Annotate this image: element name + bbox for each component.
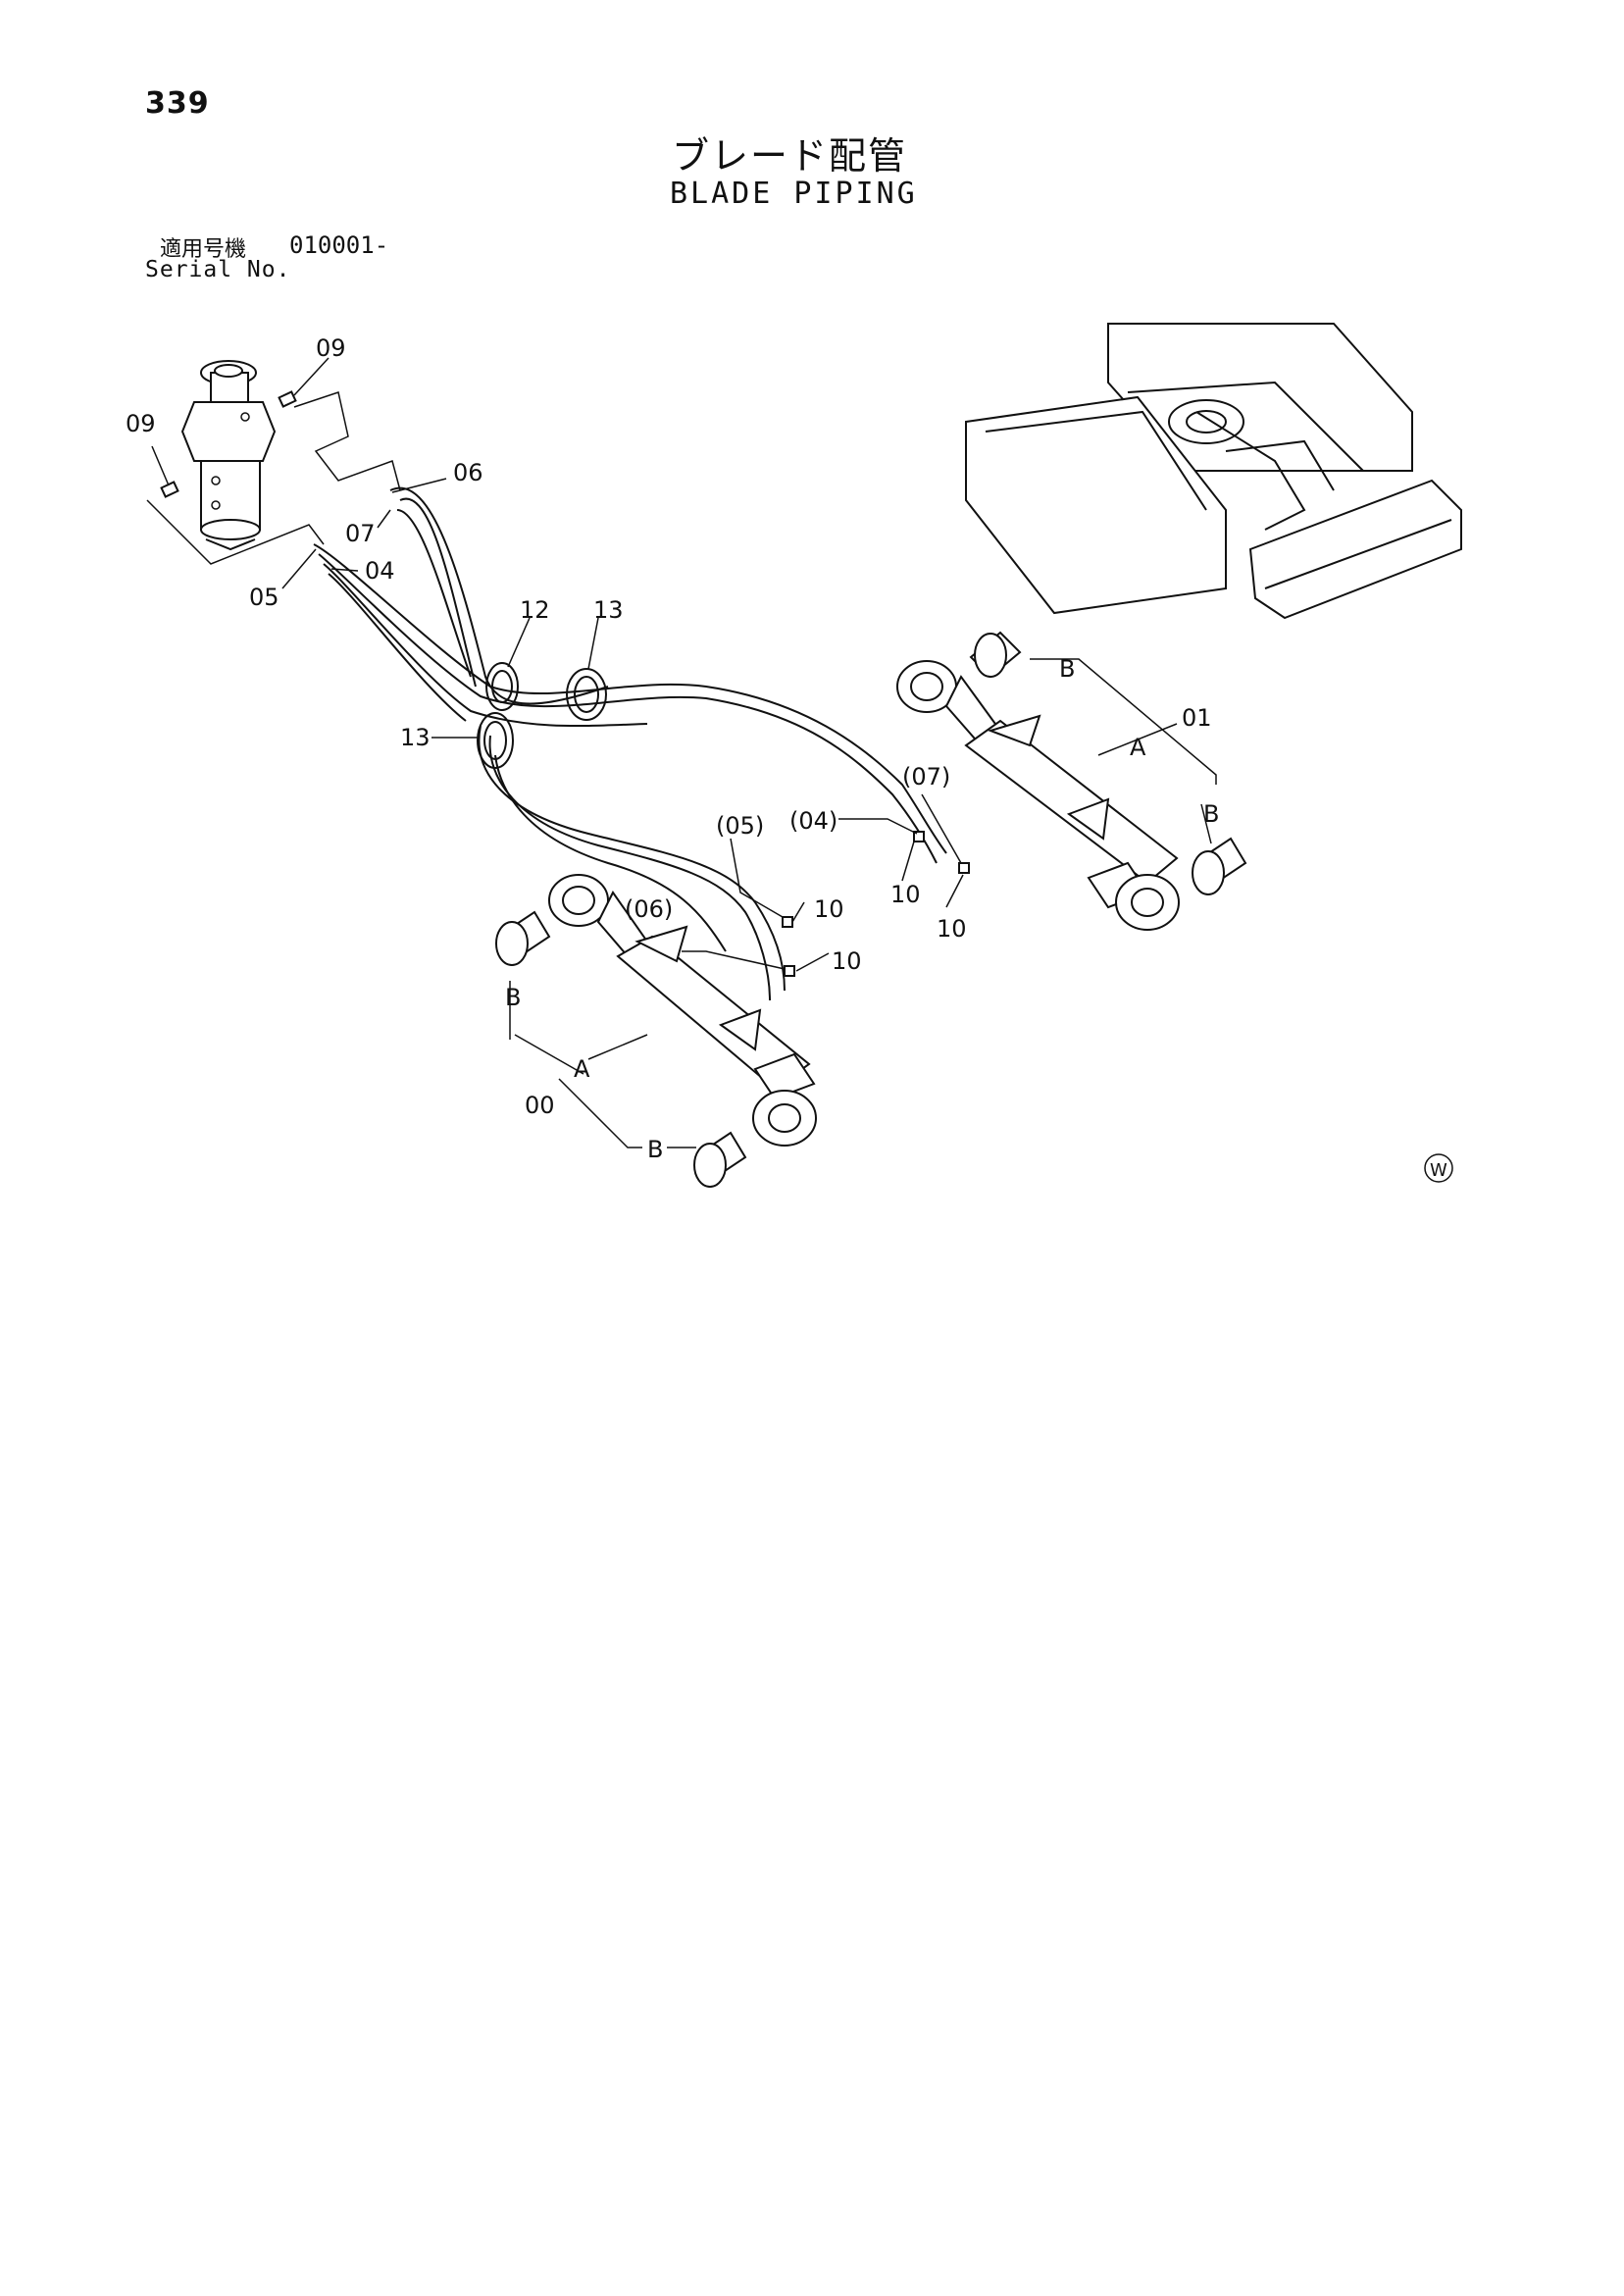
callout-10-c: 10	[814, 895, 844, 923]
svg-text:W: W	[1430, 1160, 1447, 1181]
circled-w-mark: W	[1424, 1153, 1453, 1183]
callout-b-upper-left: B	[505, 984, 521, 1011]
fitting-10-c	[782, 916, 793, 928]
leader-lines	[151, 357, 1217, 1148]
hose-07	[396, 509, 472, 678]
callout-06: 06	[453, 459, 483, 486]
callout-05-paren: (05)	[716, 812, 764, 840]
swivel-joint	[180, 360, 277, 551]
title-english: BLADE PIPING	[670, 177, 918, 211]
fitting-09-a	[278, 390, 297, 408]
callout-12: 12	[520, 596, 550, 624]
pin-b-upper-right	[969, 631, 1022, 679]
callout-00: 00	[525, 1092, 555, 1119]
serial-label-japanese: 適用号機	[160, 237, 247, 262]
callout-a-left: A	[574, 1055, 590, 1083]
clamp-13-b	[477, 712, 514, 769]
callout-13-b: 13	[400, 724, 431, 751]
callout-05: 05	[249, 584, 279, 611]
callout-04-paren: (04)	[789, 807, 837, 835]
callout-01: 01	[1182, 704, 1212, 732]
callout-07-paren: (07)	[902, 763, 950, 791]
clamp-13-a	[566, 668, 607, 721]
callout-b-lower-left: B	[647, 1136, 663, 1163]
callout-09-a: 09	[316, 334, 346, 362]
callout-b-upper-right: B	[1059, 655, 1075, 683]
cylinder-01	[896, 660, 1180, 931]
hose-04-05	[313, 543, 947, 864]
callout-10-b: 10	[937, 915, 967, 943]
pin-b-lower-right	[1192, 837, 1247, 895]
callout-07: 07	[345, 520, 376, 547]
clamp-12	[485, 662, 519, 711]
fitting-10-b	[958, 862, 970, 874]
title-japanese: ブレード配管	[672, 134, 908, 178]
hose-lower-run	[478, 725, 786, 1001]
blade-piping-diagram: 09 09 06 07 04 05 12 13 13 01 A B B (04)…	[126, 323, 1462, 1188]
serial-label-english: Serial No.	[145, 257, 291, 282]
fitting-09-b	[160, 481, 179, 498]
hose-06	[389, 486, 609, 705]
machine-undercarriage	[965, 323, 1462, 620]
callout-10-d: 10	[832, 947, 862, 975]
callout-b-lower-right: B	[1203, 800, 1219, 828]
page-number: 339	[145, 86, 210, 121]
callout-13-a: 13	[593, 596, 624, 624]
callout-09-b: 09	[126, 410, 156, 437]
serial-value: 010001-	[289, 231, 389, 259]
fitting-10-d	[784, 965, 795, 977]
pin-b-lower-left	[693, 1131, 747, 1188]
pin-b-upper-left	[495, 910, 551, 966]
callout-06-paren: (06)	[625, 895, 673, 923]
callout-04: 04	[365, 557, 395, 585]
callout-10-a: 10	[890, 881, 921, 908]
cylinder-00	[548, 874, 817, 1147]
fitting-10-a	[913, 831, 925, 842]
callouts: 09 09 06 07 04 05 12 13 13 01 A B B (04)…	[126, 334, 1219, 1163]
callout-a-right: A	[1130, 734, 1146, 761]
